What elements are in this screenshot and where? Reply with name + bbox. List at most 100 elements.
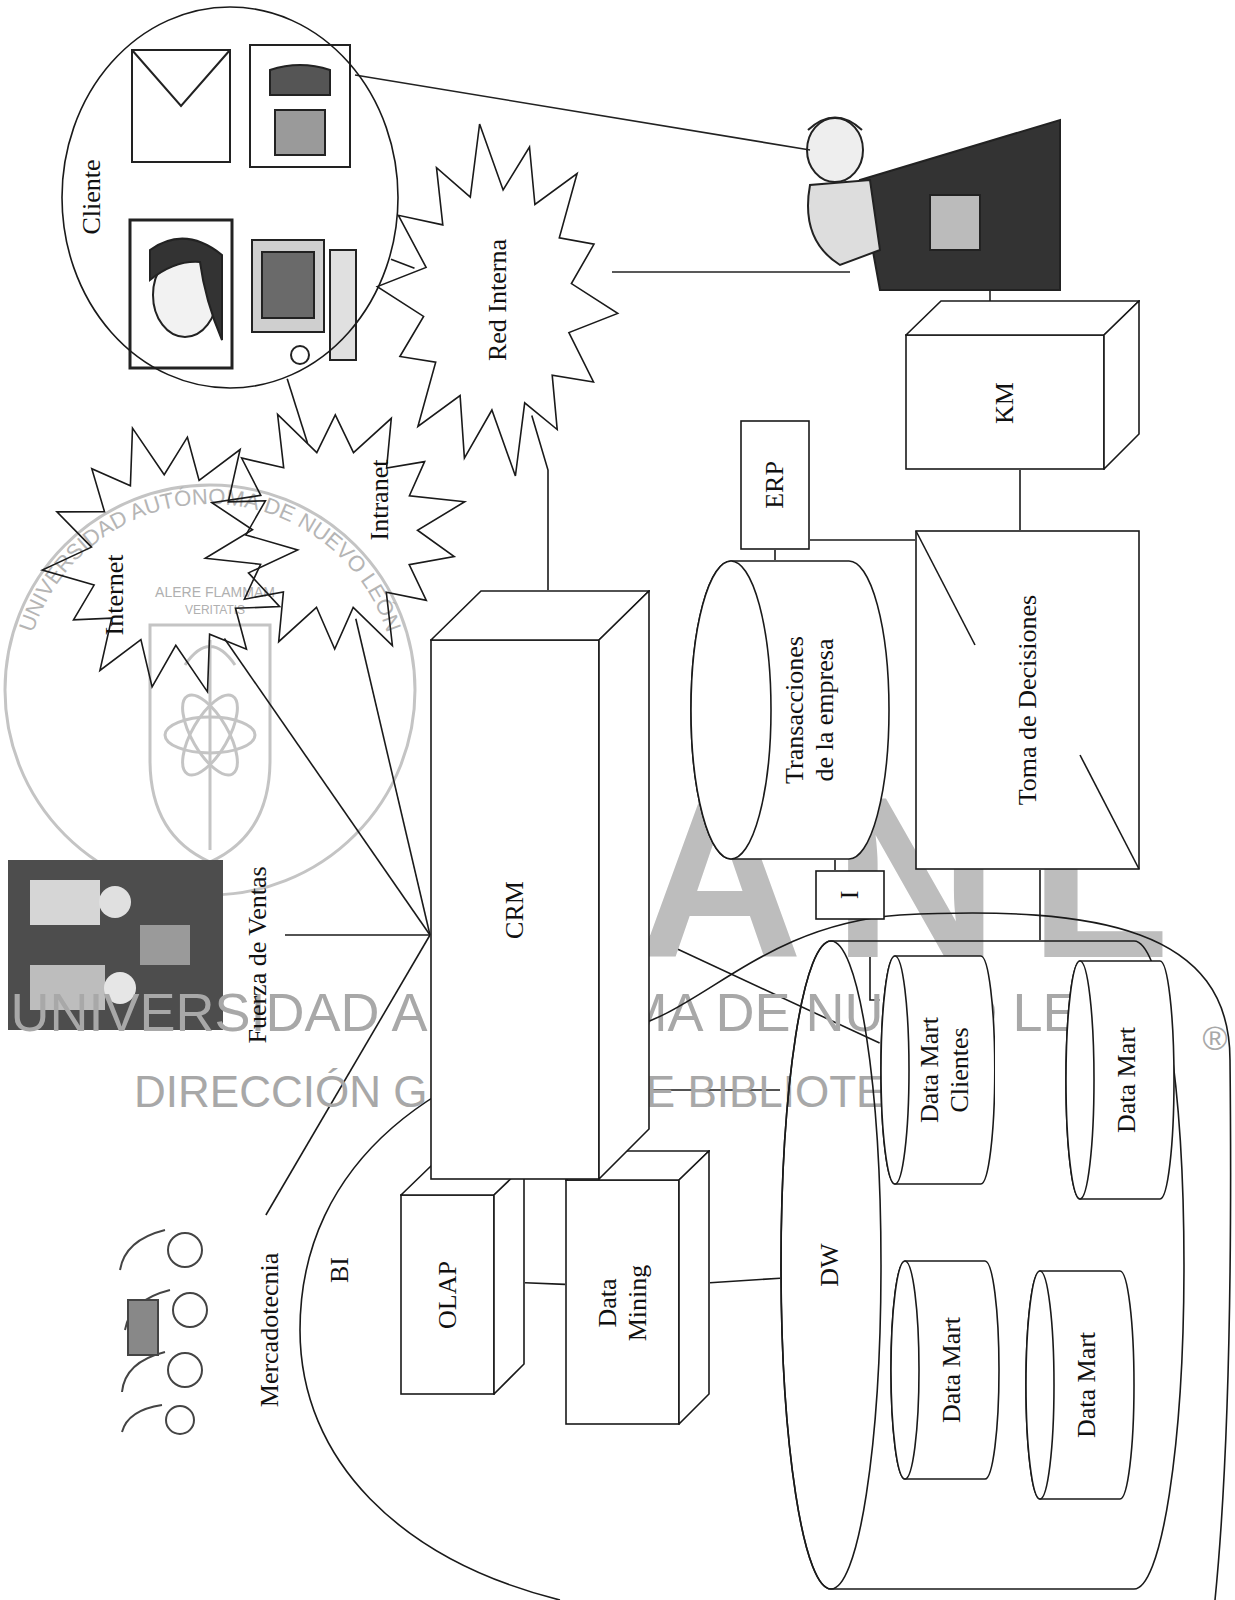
person-head bbox=[168, 1353, 202, 1387]
box-outline bbox=[816, 871, 884, 919]
database-cylinder: Data Mart bbox=[1025, 1270, 1135, 1500]
crest-atom bbox=[165, 717, 255, 753]
phone-handset bbox=[270, 65, 330, 95]
node-label: Fuerza de Ventas bbox=[243, 866, 273, 1043]
cylinder-cap bbox=[691, 561, 771, 859]
laptop bbox=[128, 1300, 158, 1355]
node-label: DW bbox=[815, 1243, 845, 1286]
node-shape bbox=[200, 400, 470, 660]
node-label: Intranet bbox=[365, 460, 395, 541]
connector-line bbox=[525, 1283, 565, 1285]
cylinder-cap bbox=[781, 941, 881, 1589]
node-label: Data Mart Clientes bbox=[915, 1014, 975, 1126]
actor-picture: Mercadotecnia bbox=[110, 1215, 290, 1440]
envelope-flap bbox=[132, 50, 230, 106]
client-circle: Cliente bbox=[60, 5, 400, 390]
mouse bbox=[291, 346, 309, 364]
system-box: ERP bbox=[740, 420, 810, 550]
database-cylinder: Transacciones de la empresa bbox=[690, 560, 890, 860]
node-label: Red Interna bbox=[483, 239, 513, 361]
person-head bbox=[173, 1293, 207, 1327]
cylinder-body bbox=[691, 561, 889, 859]
node-label: Mercadotecnia bbox=[255, 1253, 285, 1407]
connector-line bbox=[710, 1278, 780, 1283]
cylinder-cap bbox=[1066, 961, 1094, 1199]
connector-line bbox=[774, 550, 776, 560]
phone-keypad bbox=[275, 110, 325, 155]
process-box: OLAP bbox=[400, 1165, 525, 1395]
crest-atom bbox=[172, 687, 248, 783]
person-body bbox=[120, 1230, 170, 1432]
handshake bbox=[140, 925, 190, 965]
cylinder-body bbox=[781, 941, 1184, 1589]
call-center-operator bbox=[807, 118, 1060, 291]
connector-line bbox=[532, 416, 548, 591]
node-label: Data Mart bbox=[937, 1317, 967, 1423]
node-label: Cliente bbox=[77, 159, 107, 234]
network-wire bbox=[612, 271, 850, 273]
client-icons bbox=[130, 45, 356, 368]
process-box: Data Mining bbox=[565, 1150, 710, 1425]
node-shape bbox=[60, 5, 400, 390]
phone-icon bbox=[250, 45, 350, 167]
network-burst: Red Interna bbox=[375, 120, 620, 480]
box-front bbox=[566, 1180, 679, 1424]
node-shape bbox=[905, 300, 1140, 470]
node-shape bbox=[400, 1165, 525, 1395]
box-top bbox=[906, 301, 1139, 335]
system-box: KM bbox=[905, 300, 1140, 470]
cylinder-body bbox=[881, 956, 995, 1184]
decorative-wires bbox=[355, 75, 990, 303]
system-box: CRM bbox=[430, 590, 650, 1180]
node-label: Transacciones de la empresa bbox=[780, 623, 840, 798]
node-label: BI bbox=[325, 1257, 355, 1283]
box-side bbox=[494, 1166, 524, 1394]
database-cylinder: Data Mart bbox=[890, 1260, 1000, 1480]
box-edge bbox=[1080, 755, 1139, 869]
cylinder-cap bbox=[891, 1261, 919, 1479]
process-box: Toma de Decisiones bbox=[915, 530, 1140, 870]
box-side bbox=[679, 1151, 709, 1424]
cylinder-cap bbox=[881, 956, 909, 1184]
node-label: Data Mart bbox=[1112, 1027, 1142, 1133]
operator-head bbox=[807, 118, 863, 182]
customer-face-icon bbox=[130, 220, 232, 368]
crest-torch bbox=[185, 640, 235, 850]
person-head bbox=[168, 1233, 202, 1267]
connector-line bbox=[1019, 470, 1021, 530]
database-cylinder: DWData Mart ClientesData MartData MartDa… bbox=[780, 940, 1185, 1590]
phone-wire bbox=[355, 75, 810, 150]
person-head bbox=[99, 886, 131, 918]
envelope-icon bbox=[132, 50, 230, 162]
node-label: Internet bbox=[100, 555, 130, 636]
node-label: CRM bbox=[500, 881, 530, 939]
operator-body bbox=[808, 180, 880, 265]
circle-outline bbox=[62, 7, 398, 388]
database-cylinder: Data Mart Clientes bbox=[880, 955, 996, 1185]
box-side bbox=[599, 591, 649, 1179]
box-outline bbox=[916, 531, 1139, 869]
cylinder-body bbox=[891, 1261, 999, 1479]
cylinder-cap bbox=[1026, 1271, 1054, 1499]
interface-box: I bbox=[815, 870, 885, 920]
connector-line bbox=[356, 619, 430, 935]
person-head bbox=[166, 1406, 194, 1434]
box-front bbox=[431, 640, 599, 1179]
marketing-team-sketch bbox=[120, 1230, 207, 1434]
person-figure bbox=[30, 880, 100, 925]
node-label: ERP bbox=[760, 461, 790, 509]
node-label: I bbox=[835, 891, 865, 900]
box-outline bbox=[741, 421, 809, 549]
monitor-screen bbox=[262, 252, 314, 318]
node-label: Toma de Decisiones bbox=[1013, 595, 1043, 805]
box-edge bbox=[916, 531, 975, 645]
node-shape bbox=[5, 855, 285, 1065]
burst-outline bbox=[205, 415, 464, 650]
database-cylinder: Data Mart bbox=[1065, 960, 1175, 1200]
box-side bbox=[1104, 301, 1139, 469]
cylinder-body bbox=[1026, 1271, 1134, 1499]
box-front bbox=[906, 335, 1104, 469]
network-burst: Intranet bbox=[200, 400, 470, 660]
desk-phone bbox=[930, 195, 980, 250]
connector-line bbox=[285, 934, 430, 936]
